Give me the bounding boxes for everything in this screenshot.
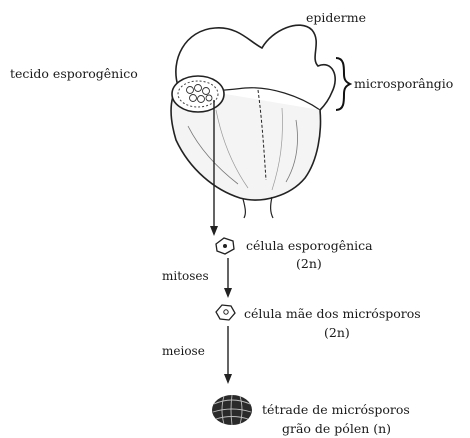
- label-microspore-mother-cell-ploidy: (2n): [324, 327, 350, 340]
- microspore-mother-cell: [216, 305, 235, 320]
- label-sporogenous-cell: célula esporogênica: [246, 240, 373, 253]
- label-sporogenous-tissue: tecido esporogênico: [10, 68, 138, 81]
- mitosis-arrow: [224, 258, 232, 298]
- microsporangium-brace: [336, 58, 350, 110]
- label-mitosis: mitoses: [162, 270, 209, 282]
- label-epidermis: epiderme: [306, 12, 366, 25]
- meiosis-arrow: [224, 326, 232, 384]
- microspore-tetrad: [212, 395, 252, 425]
- label-meiosis: meiose: [162, 345, 205, 357]
- sporogenous-tissue-locule: [172, 76, 224, 112]
- label-microspore-mother-cell: célula mãe dos micrósporos: [244, 308, 421, 321]
- label-sporogenous-cell-ploidy: (2n): [296, 258, 322, 271]
- label-microsporangium: microsporângio: [354, 78, 453, 91]
- label-microspore-tetrad: tétrade de micrósporos: [262, 404, 410, 417]
- anther-cross-section: [171, 25, 335, 218]
- label-pollen-grain: grão de pólen (n): [282, 423, 391, 436]
- sporogenous-cell: [216, 238, 234, 254]
